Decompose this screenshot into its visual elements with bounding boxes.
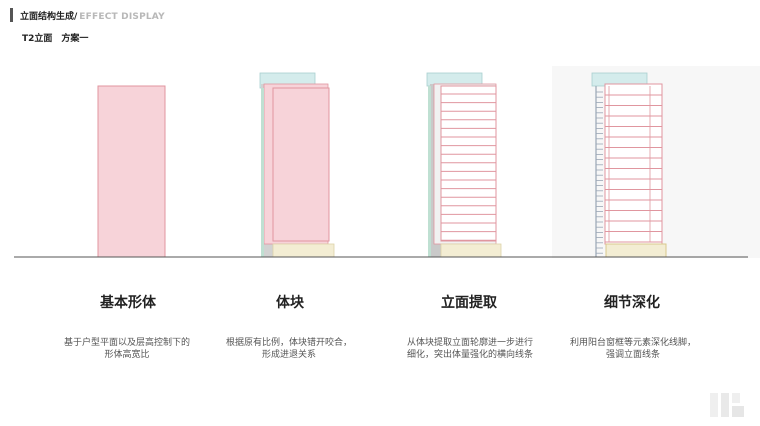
stage2-description: 根据原有比例，体块错开咬合，形成进退关系	[225, 338, 352, 360]
stage4-title: 细节深化	[604, 295, 660, 311]
page-subtitle: T2立面 方案一	[22, 34, 89, 44]
stage4-horizontal-lines	[605, 94, 662, 243]
stage3-description: 从体块提取立面轮廓进一步进行细化，突出体量强化的横向线条	[406, 338, 533, 360]
stage3-base-block	[440, 243, 502, 258]
header-accent-bar	[10, 8, 13, 22]
stage3-horizontal-lines	[441, 93, 496, 241]
header-title-en: EFFECT DISPLAY	[79, 12, 165, 22]
stage3-building	[426, 72, 502, 258]
stage4-description: 利用阳台窗框等元素深化线脚，强调立面线条	[569, 338, 696, 360]
stage2-title: 体块	[276, 295, 304, 311]
header-title: 立面结构生成/EFFECT DISPLAY	[20, 9, 165, 22]
stage2-green-edge	[261, 88, 264, 257]
header-title-cn: 立面结构生成/	[20, 12, 78, 22]
stage3-facade-frame	[440, 85, 497, 242]
stage2-building	[259, 72, 335, 258]
stage2-base-block	[272, 243, 335, 258]
stage1-description: 基于户型平面以及层高控制下的形体高宽比	[63, 338, 190, 360]
stage1-mass	[97, 85, 166, 258]
stage1-building	[97, 85, 166, 258]
stage4-building	[591, 72, 667, 258]
stage4-facade-frame	[604, 83, 663, 245]
stage3-green-edge	[428, 86, 431, 257]
stage1-title: 基本形体	[100, 295, 156, 311]
stage4-balcony-ticks	[596, 91, 603, 254]
stage3-title: 立面提取	[441, 295, 497, 311]
watermark-logo	[710, 393, 744, 417]
stage2-front-mass	[272, 87, 330, 242]
stage4-base-block	[605, 243, 667, 258]
